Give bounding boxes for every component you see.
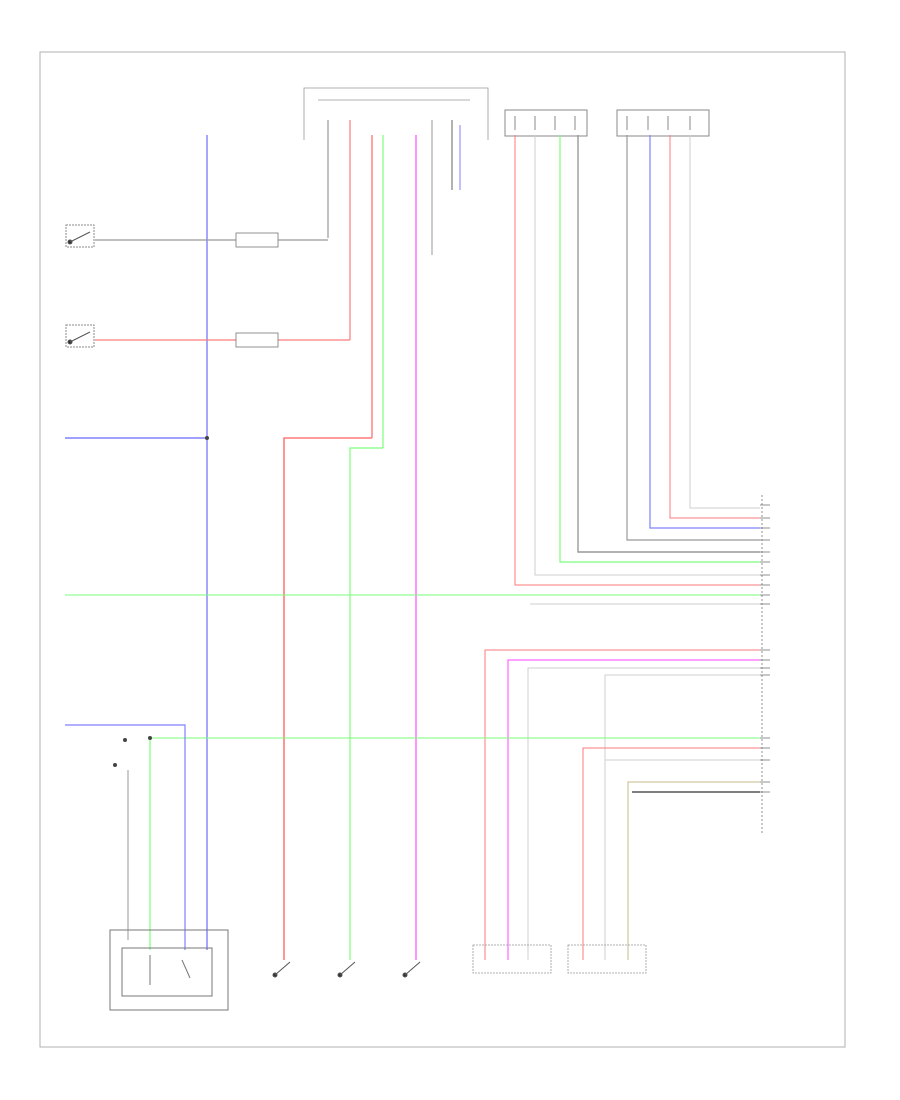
door-switch-symbols: [272, 961, 421, 978]
wire-gray-lrs2: [534, 135, 760, 576]
relay-box: [109, 929, 229, 1011]
wire-blue-relay: [65, 724, 186, 950]
wire-red-rrs3: [669, 135, 760, 519]
wire-magenta-lrh: [507, 659, 760, 960]
wire-red-rr-door: [283, 437, 372, 960]
rear-door-lock-switch-rh-symbol: [65, 224, 95, 248]
height-sensor-boxes: [472, 944, 647, 974]
junction-connector-symbols: [235, 232, 279, 348]
wire-green-lrs3: [559, 135, 760, 563]
wire-gray-rrh1: [604, 674, 760, 960]
wire-gray-rrs4: [689, 135, 760, 509]
suspension-ecu-pins: [760, 495, 770, 835]
wire-red-lrs1: [514, 135, 760, 586]
diagram-frame: [39, 51, 846, 1048]
rear-door-lock-switch-lh-symbol: [65, 324, 95, 348]
wire-green-back-door: [349, 447, 383, 960]
left-rear-height-sensor-connector-box: [504, 109, 588, 137]
wire-red-lrh: [484, 649, 760, 960]
splice-points: [113, 436, 209, 767]
wire-blue-rrs2: [649, 135, 760, 529]
right-rear-height-sensor-connector-box: [616, 109, 710, 137]
wire-gray-lrs4: [577, 135, 760, 553]
wire-tan-rrh: [627, 781, 760, 960]
wire-red-rrh2: [582, 747, 760, 960]
junction-block-outline: [303, 87, 489, 140]
wire-gray-lrh: [527, 667, 760, 960]
wire-gray-rrs1: [626, 135, 760, 541]
